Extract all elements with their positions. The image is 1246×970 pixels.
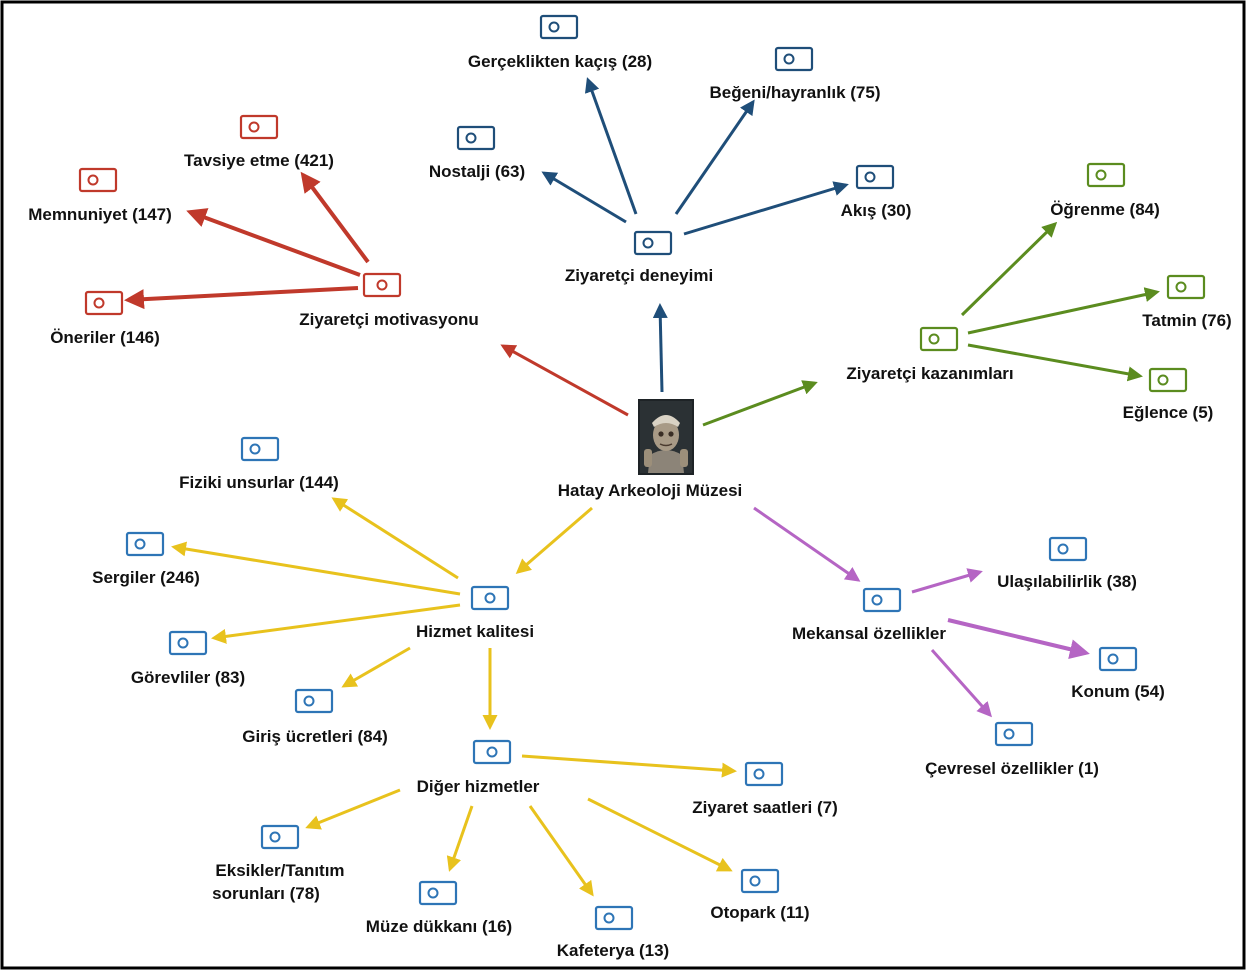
edge-spatial-konum: [947, 618, 1090, 660]
code-icons: [78, 14, 1206, 931]
edge-service-giris: [341, 646, 411, 688]
code-document-icon: [994, 721, 1034, 747]
edge-service-sergiler: [171, 541, 461, 596]
node-label: Otopark (11): [710, 903, 809, 922]
node-label: Ziyaret saatleri (7): [692, 798, 838, 817]
node-label: Müze dükkanı (16): [366, 917, 512, 936]
node-label: Kafeterya (13): [557, 941, 669, 960]
code-document-icon: [294, 688, 334, 714]
edge-experience-akis: [683, 181, 849, 236]
node-label: Nostalji (63): [429, 162, 525, 181]
group-label-spatial: Mekansal özellikler: [792, 624, 946, 643]
edge-experience-gerceklik: [584, 77, 638, 215]
edge-other-dukkan: [446, 805, 474, 872]
node-label: Öneriler (146): [50, 328, 160, 347]
code-document-icon: [774, 46, 814, 72]
code-document-icon: [1148, 367, 1188, 393]
code-document-icon: [239, 114, 279, 140]
code-document-icon: [855, 164, 895, 190]
node-label: Fiziki unsurlar (144): [179, 473, 339, 492]
center-label: Hatay Arkeoloji Müzesi: [558, 481, 743, 500]
edge-service-fiziki: [331, 497, 459, 580]
node-label: Tatmin (76): [1142, 311, 1231, 330]
node-label: sorunları (78): [212, 884, 320, 903]
group-label-other: Diğer hizmetler: [417, 777, 540, 796]
edge-gains-eglence: [967, 343, 1143, 382]
code-document-icon: [418, 880, 458, 906]
group-label-motivation: Ziyaretçi motivasyonu: [299, 310, 479, 329]
edge-center-motivation: [500, 344, 629, 417]
code-document-icon: [125, 531, 165, 557]
code-document-icon: [539, 14, 579, 40]
edge-spatial-ulasilabilirlik: [911, 568, 983, 594]
node-label: Eksikler/Tanıtım: [215, 861, 344, 880]
edge-gains-ogrenme: [960, 221, 1058, 317]
code-document-icon: [594, 905, 634, 931]
code-document-icon: [633, 230, 673, 256]
node-label: Öğrenme (84): [1050, 200, 1160, 219]
code-document-icon: [168, 630, 208, 656]
code-document-icon: [240, 436, 280, 462]
node-label: Konum (54): [1071, 682, 1165, 701]
code-document-icon: [919, 326, 959, 352]
edge-other-otopark: [587, 797, 733, 872]
group-label-experience: Ziyaretçi deneyimi: [565, 266, 713, 285]
code-document-icon: [470, 585, 510, 611]
code-document-icon: [84, 290, 124, 316]
edge-experience-begeni: [674, 99, 755, 215]
code-document-icon: [1098, 646, 1138, 672]
edge-center-experience: [652, 303, 668, 393]
code-document-icon: [744, 761, 784, 787]
museum-statue-photo: [638, 399, 694, 475]
edge-other-ziyaret: [521, 754, 737, 778]
edge-center-service: [515, 506, 593, 574]
code-document-icon: [1048, 536, 1088, 562]
edge-motivation-tavsiye: [300, 171, 370, 264]
code-document-icon: [456, 125, 496, 151]
edge-spatial-cevresel: [930, 649, 992, 718]
edge-center-gains: [702, 380, 818, 427]
code-document-icon: [78, 167, 118, 193]
edge-motivation-memnuniyet: [186, 208, 361, 277]
node-label: Gerçeklikten kaçış (28): [468, 52, 652, 71]
node-label: Çevresel özellikler (1): [925, 759, 1099, 778]
node-label: Tavsiye etme (421): [184, 151, 334, 170]
node-label: Akış (30): [841, 201, 912, 220]
labels: Hatay Arkeoloji Müzesi Ziyaretçi motivas…: [28, 52, 1232, 960]
edge-center-spatial: [753, 506, 861, 582]
node-label: Sergiler (246): [92, 568, 200, 587]
code-document-icon: [472, 739, 512, 765]
edge-service-gorevliler: [211, 603, 461, 644]
node-label: Ulaşılabilirlik (38): [997, 572, 1137, 591]
code-document-icon: [1166, 274, 1206, 300]
edge-gains-tatmin: [967, 287, 1160, 335]
node-label: Eğlence (5): [1123, 403, 1214, 422]
group-label-gains: Ziyaretçi kazanımları: [846, 364, 1013, 383]
node-label: Memnuniyet (147): [28, 205, 172, 224]
code-document-icon: [260, 824, 300, 850]
edges: [124, 77, 1160, 897]
code-document-icon: [740, 868, 780, 894]
edge-experience-nostalji: [541, 171, 627, 224]
node-label: Beğeni/hayranlık (75): [709, 83, 880, 102]
edge-other-eksikler: [305, 788, 401, 830]
node-label: Görevliler (83): [131, 668, 245, 687]
group-label-service: Hizmet kalitesi: [416, 622, 534, 641]
edge-motivation-oneriler: [124, 286, 359, 310]
node-label: Giriş ücretleri (84): [242, 727, 388, 746]
code-document-icon: [362, 272, 402, 298]
code-document-icon: [1086, 162, 1126, 188]
edge-other-kafeterya: [528, 805, 594, 897]
code-document-icon: [862, 587, 902, 613]
